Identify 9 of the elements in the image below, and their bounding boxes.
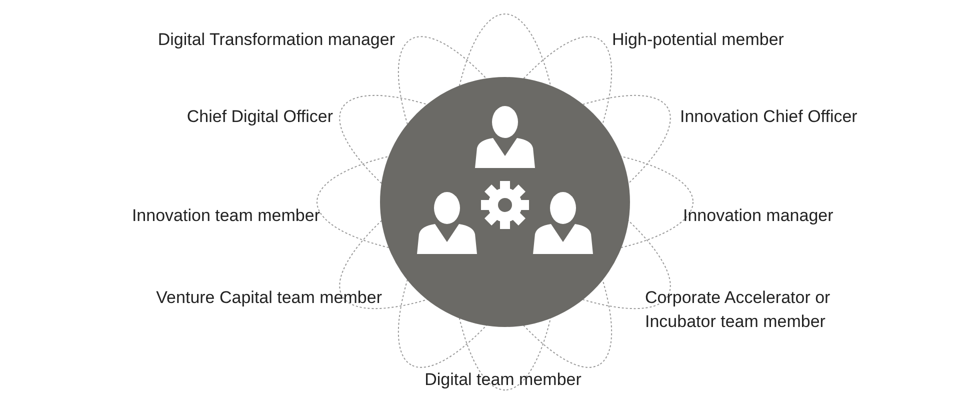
role-label: Digital Transformation manager [158,29,395,51]
role-label: Venture Capital team member [156,287,382,309]
role-label: Innovation team member [132,205,320,227]
role-label: Digital team member [424,369,582,391]
role-label: High-potential member [612,29,784,51]
role-label: Corporate Accelerator or Incubator team member [645,287,832,333]
role-label: Chief Digital Officer [186,106,333,128]
role-label: Innovation Chief Officer [680,106,858,128]
role-label: Innovation manager [683,205,834,227]
